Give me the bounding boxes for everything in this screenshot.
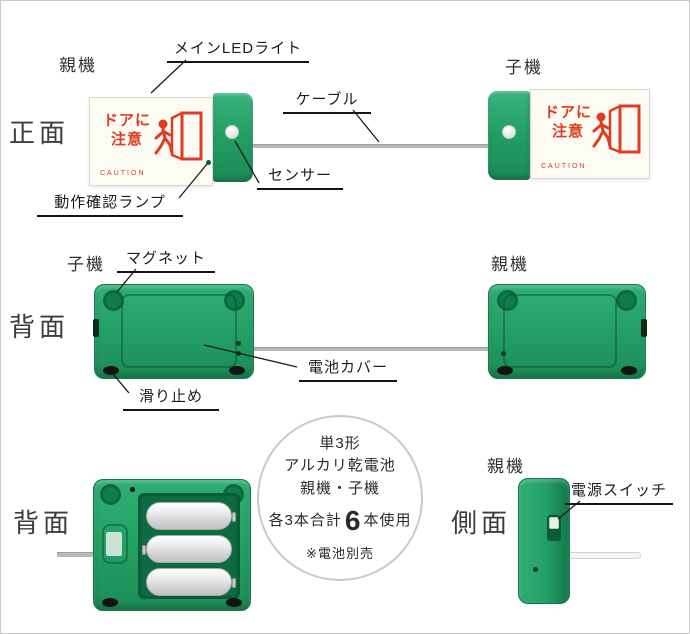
unit-label-child-front: 子機 xyxy=(505,58,543,77)
battery-cover xyxy=(121,294,237,368)
door-caution-text-child: ドアに 注意 xyxy=(543,104,592,140)
power-cable xyxy=(559,552,641,559)
unit-label-child-back: 子機 xyxy=(67,255,105,274)
status-lamp xyxy=(206,160,211,165)
battery-aa xyxy=(146,568,236,596)
door-caution-icon-child xyxy=(592,104,641,154)
sensor xyxy=(225,125,239,139)
callout-status-lamp: 動作確認ランプ xyxy=(37,191,183,217)
cable-port xyxy=(641,319,647,337)
power-switch-knob xyxy=(549,517,559,529)
view-label-front: 正面 xyxy=(9,118,70,148)
antislip-foot-left xyxy=(497,366,513,375)
antislip-foot-left xyxy=(102,598,118,607)
child-unit-back xyxy=(93,284,254,379)
battery-aa xyxy=(146,502,236,530)
battery-aa xyxy=(142,535,232,563)
parent-unit-side xyxy=(518,478,570,604)
battery-compartment xyxy=(138,493,240,599)
battery-note-line3: 親機・子機 xyxy=(299,479,380,497)
door-caution-text: ドアに 注意 xyxy=(102,112,151,148)
screw xyxy=(130,487,135,492)
unit-label-parent-front: 親機 xyxy=(59,56,97,75)
screw xyxy=(533,567,538,572)
parent-unit-battery-open xyxy=(93,479,251,611)
battery-count: 6 xyxy=(344,505,361,536)
label-hatch xyxy=(102,524,128,564)
battery-note-line5: ※電池別売 xyxy=(306,546,374,561)
unit-label-parent-back: 親機 xyxy=(491,255,529,274)
connecting-cable-back xyxy=(254,347,488,351)
parent-unit-back xyxy=(488,284,647,379)
callout-antislip: 滑り止め xyxy=(123,385,219,411)
callout-main-led-light: メインLEDライト xyxy=(167,37,309,63)
power-switch xyxy=(547,515,561,541)
view-label-back-bottom: 背面 xyxy=(13,508,74,538)
sticker xyxy=(106,532,122,556)
battery-cover xyxy=(503,294,617,368)
child-unit-front-panel: ドアに 注意 CAUTION xyxy=(530,89,650,179)
antislip-foot-right xyxy=(621,366,637,375)
battery-note-line2: アルカリ乾電池 xyxy=(284,457,396,474)
battery-terminal xyxy=(142,545,146,555)
view-label-back: 背面 xyxy=(9,312,70,342)
caution-label: CAUTION xyxy=(100,170,146,177)
callout-power-switch: 電源スイッチ xyxy=(565,479,673,505)
callout-cable: ケーブル xyxy=(283,88,371,114)
view-label-side: 側面 xyxy=(451,508,512,538)
battery-terminal xyxy=(232,512,236,522)
caution-label-child: CAUTION xyxy=(541,163,587,170)
screw xyxy=(236,341,241,346)
battery-terminal xyxy=(232,578,236,588)
connecting-cable-front xyxy=(253,144,489,148)
parent-unit-front-panel: ドアに 注意 CAUTION xyxy=(89,97,213,186)
screw xyxy=(236,351,241,356)
door-caution-icon xyxy=(154,111,203,161)
battery-note: 単3形 アルカリ乾電池 親機・子機 各3本合計 6 本使用 ※電池別売 xyxy=(257,415,423,581)
unit-label-parent-side: 親機 xyxy=(487,457,525,476)
cable-port xyxy=(93,319,99,337)
antislip-foot-left xyxy=(103,366,119,375)
magnet-right xyxy=(616,290,637,311)
battery-note-line1: 単3形 xyxy=(319,434,361,452)
callout-magnet: マグネット xyxy=(117,247,215,273)
cable-stub xyxy=(57,552,93,557)
screw xyxy=(501,351,506,356)
antislip-foot-right xyxy=(229,366,245,375)
callout-sensor: センサー xyxy=(257,164,343,190)
callout-battery-cover: 電池カバー xyxy=(299,356,397,382)
sensor-child xyxy=(502,125,516,139)
magnet-left xyxy=(100,484,121,505)
battery-note-line4: 各3本合計 6 本使用 xyxy=(269,500,412,542)
antislip-foot-right xyxy=(226,598,242,607)
